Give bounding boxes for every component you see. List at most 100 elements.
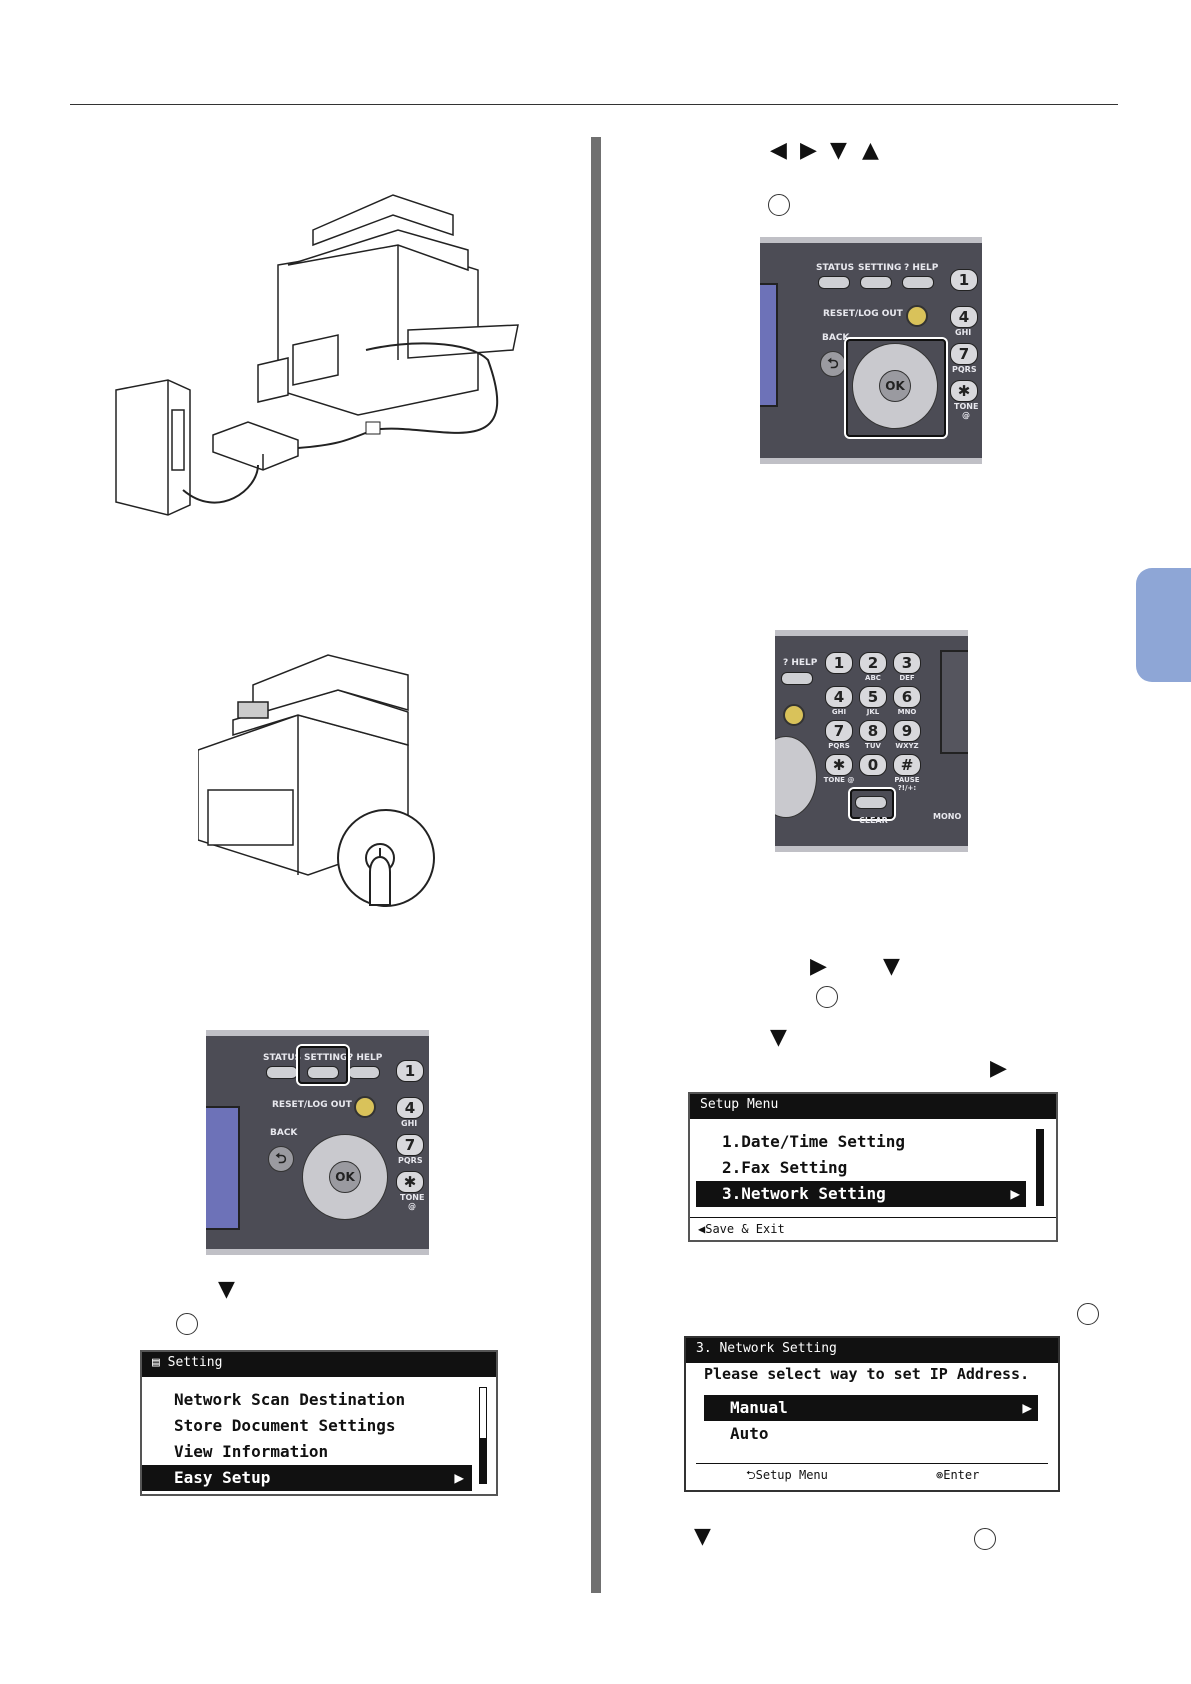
key-7-sub: PQRS — [952, 365, 977, 374]
lcd-setup-menu-item[interactable]: 2.Fax Setting — [722, 1158, 848, 1177]
setting-label: SETTING — [858, 263, 902, 273]
back-button[interactable]: ⮌ — [268, 1146, 294, 1172]
lcd-setting-scrollbar[interactable] — [479, 1387, 487, 1484]
network-connection-illustration — [115, 194, 519, 516]
lcd-setup-menu-list: 1.Date/Time Setting 2.Fax Setting 3.Netw… — [690, 1119, 1056, 1207]
ok-button-icon — [1077, 1303, 1099, 1325]
down-arrow-icon: ▼ — [883, 954, 900, 979]
status-button[interactable] — [818, 276, 850, 289]
panel-lcd — [760, 283, 778, 407]
ok-button-icon — [768, 194, 790, 216]
help-button[interactable] — [902, 276, 934, 289]
key-7[interactable]: 7 — [950, 343, 978, 365]
lcd-network-back[interactable]: ⮌Setup Menu — [746, 1464, 828, 1486]
keypad-key-sub: GHI — [831, 708, 847, 716]
key-4[interactable]: 4 — [950, 306, 978, 328]
right-arrow-icon: ▶ — [1010, 1184, 1020, 1203]
lcd-setting-screen: ▤ Setting Network Scan Destination Store… — [140, 1350, 498, 1496]
keypad-key[interactable]: 3 — [893, 652, 921, 674]
key-star[interactable]: ✱ — [950, 380, 978, 402]
keypad-key[interactable]: 6 — [893, 686, 921, 708]
keypad-key[interactable]: 5 — [859, 686, 887, 708]
reset-button[interactable] — [354, 1096, 376, 1118]
keypad-key[interactable]: 8 — [859, 720, 887, 742]
header-rule — [70, 104, 1118, 105]
keypad-key[interactable]: 9 — [893, 720, 921, 742]
reset-label: RESET/LOG OUT — [823, 309, 903, 319]
lcd-setup-menu-item[interactable]: 1.Date/Time Setting — [722, 1132, 906, 1151]
clear-button[interactable] — [855, 796, 887, 809]
keypad-key-sub: WXYZ — [895, 742, 919, 750]
setting-button[interactable] — [307, 1066, 339, 1079]
lcd-network-back-label: Setup Menu — [755, 1468, 828, 1482]
ok-button[interactable]: OK — [329, 1161, 361, 1193]
keypad-key-sub: JKL — [866, 708, 880, 716]
keypad-key-sub: PQRS — [828, 742, 850, 750]
dpad-highlight — [846, 339, 946, 437]
lcd-setup-menu-header: Setup Menu — [690, 1094, 1056, 1119]
keypad-key[interactable]: 7 — [825, 720, 853, 742]
lcd-network-prompt: Please select way to set IP Address. — [704, 1365, 1030, 1383]
mono-label: MONO — [933, 812, 962, 821]
lcd-setting-item[interactable]: Store Document Settings — [174, 1416, 396, 1435]
back-button[interactable]: ⮌ — [820, 351, 846, 377]
help-label: ? HELP — [904, 263, 939, 273]
lcd-network-footer: ⮌Setup Menu ⊚Enter — [696, 1463, 1048, 1486]
setting-button[interactable] — [860, 276, 892, 289]
lcd-setting-header: ▤ Setting — [142, 1352, 496, 1377]
lcd-setup-menu-screen: Setup Menu 1.Date/Time Setting 2.Fax Set… — [688, 1092, 1058, 1242]
lcd-setup-menu-scrollbar[interactable] — [1036, 1129, 1044, 1206]
right-arrow-icon: ▶ — [800, 138, 817, 163]
help-button[interactable] — [348, 1066, 380, 1079]
key-1[interactable]: 1 — [950, 269, 978, 291]
lcd-setting-item[interactable]: Network Scan Destination — [174, 1390, 406, 1409]
keypad-key[interactable]: 4 — [825, 686, 853, 708]
lcd-network-screen: 3. Network Setting Please select way to … — [684, 1336, 1060, 1492]
back-label: BACK — [822, 333, 850, 343]
lcd-setup-menu-selected-label: 3.Network Setting — [722, 1184, 886, 1203]
lcd-setting-item-selected[interactable]: Easy Setup ▶ — [142, 1465, 472, 1491]
help-button[interactable] — [781, 672, 813, 685]
keypad-key-sub: TUV — [865, 742, 881, 750]
ok-button-icon — [974, 1528, 996, 1550]
lcd-network-enter[interactable]: ⊚Enter — [936, 1464, 979, 1486]
directional-pad[interactable] — [775, 736, 817, 818]
status-button[interactable] — [266, 1066, 298, 1079]
keypad-key[interactable]: 0 — [859, 754, 887, 776]
keypad-key[interactable]: ✱ — [825, 754, 853, 776]
lcd-setup-menu-item-selected[interactable]: 3.Network Setting ▶ — [696, 1181, 1026, 1207]
setting-label: SETTING — [304, 1053, 348, 1063]
column-divider — [591, 137, 601, 1593]
lcd-network-selected-label: Manual — [730, 1398, 788, 1417]
printer-power-illustration — [198, 654, 435, 907]
ok-button[interactable]: OK — [879, 370, 911, 402]
right-arrow-icon: ▶ — [810, 954, 827, 979]
keypad-key-sub: PAUSE ?!/+: — [894, 776, 920, 792]
right-arrow-icon: ▶ — [1022, 1398, 1032, 1417]
ok-icon: ⊚ — [936, 1468, 944, 1482]
key-4-sub: GHI — [401, 1119, 418, 1128]
lcd-network-item[interactable]: Auto — [730, 1424, 769, 1443]
reset-button[interactable] — [783, 704, 805, 726]
down-arrow-icon: ▼ — [218, 1277, 235, 1302]
keypad-key[interactable]: 1 — [825, 652, 853, 674]
lcd-setting-selected-label: Easy Setup — [174, 1468, 271, 1487]
keypad-key-sub: ABC — [865, 674, 881, 682]
chapter-tab — [1136, 568, 1191, 682]
lcd-network-list: Manual ▶ Auto — [686, 1389, 1058, 1447]
panel-side — [940, 650, 968, 754]
key-star[interactable]: ✱ — [396, 1171, 424, 1193]
lcd-setting-item[interactable]: View Information — [174, 1442, 329, 1461]
right-arrow-icon: ▶ — [454, 1468, 464, 1487]
reset-button[interactable] — [906, 305, 928, 327]
key-1[interactable]: 1 — [396, 1060, 424, 1082]
back-icon: ⮌ — [746, 1468, 756, 1482]
key-7[interactable]: 7 — [396, 1134, 424, 1156]
lcd-network-item-selected[interactable]: Manual ▶ — [704, 1395, 1038, 1421]
reset-label: RESET/LOG OUT — [272, 1100, 352, 1110]
keypad-key[interactable]: # — [893, 754, 921, 776]
key-4[interactable]: 4 — [396, 1097, 424, 1119]
lcd-setup-menu-footer: ◀Save & Exit — [690, 1217, 1056, 1240]
operator-panel-dpad: STATUS SETTING ? HELP RESET/LOG OUT BACK… — [760, 237, 982, 464]
keypad-key[interactable]: 2 — [859, 652, 887, 674]
